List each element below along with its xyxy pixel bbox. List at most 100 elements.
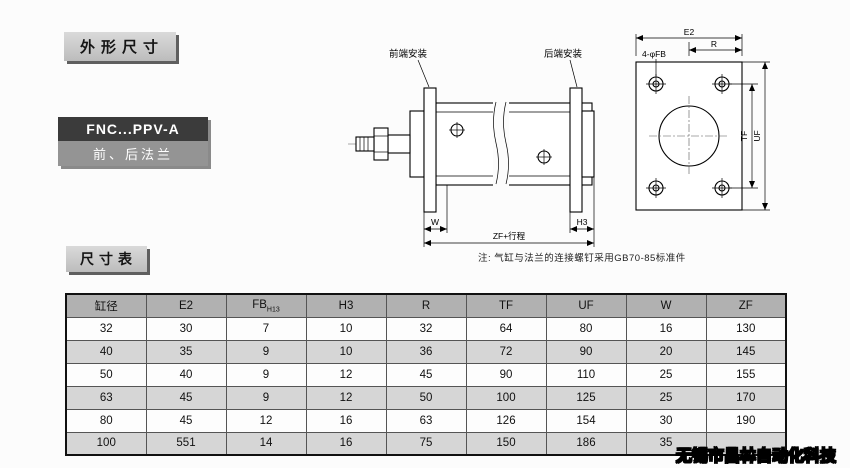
table-cell: 7 [225, 316, 307, 341]
piston-rod [387, 134, 411, 154]
table-cell: 64 [465, 316, 547, 341]
table-header-cell: W [625, 293, 707, 318]
dimension-table-label: 尺寸表 [66, 246, 147, 272]
table-header-row: 缸径 E2 FBH13 H3 R TF UF W ZF [65, 293, 787, 318]
table-cell: 155 [705, 362, 787, 387]
table-cell: 551 [145, 431, 227, 456]
rear-mount-label: 后端安装 [544, 48, 583, 60]
table-cell: 90 [545, 339, 627, 364]
table-cell: 12 [305, 385, 387, 410]
dim-label-fb: 4-φFB [642, 49, 666, 59]
table-cell: 150 [465, 431, 547, 456]
table-cell: 20 [625, 339, 707, 364]
dim-label-r: R [711, 39, 717, 49]
table-header-cell: FBH13 [225, 293, 307, 318]
table-cell: 125 [545, 385, 627, 410]
table-cell: 80 [545, 316, 627, 341]
front-mount-label: 前端安装 [389, 48, 428, 60]
table-cell: 16 [625, 316, 707, 341]
table-cell: 10 [305, 316, 387, 341]
table-cell: 12 [305, 362, 387, 387]
table-cell: 72 [465, 339, 547, 364]
outline-size-label: 外形尺寸 [64, 32, 177, 61]
table-cell: 9 [225, 385, 307, 410]
table-cell: 36 [385, 339, 467, 364]
table-header-cell: E2 [145, 293, 227, 318]
dimension-table-text: 尺寸表 [80, 251, 137, 267]
table-cell: 190 [705, 408, 787, 433]
end-view-drawing: E2 R 4-φFB TF UF [635, 27, 770, 211]
table-cell: 10 [305, 339, 387, 364]
front-cap [409, 110, 425, 178]
table-cell: 126 [465, 408, 547, 433]
table-cell: 40 [145, 362, 227, 387]
table-cell: 40 [65, 339, 147, 364]
watermark: 无锡市昌林自动化科技 [675, 448, 837, 466]
table-header-cell: 缸径 [65, 293, 147, 318]
break-line [493, 101, 499, 185]
table-cell: 9 [225, 339, 307, 364]
table-cell: 30 [145, 316, 227, 341]
table-cell: 170 [705, 385, 787, 410]
table-cell: 35 [145, 339, 227, 364]
table-cell: 35 [625, 431, 707, 456]
table-cell: 16 [305, 431, 387, 456]
table-cell: 63 [65, 385, 147, 410]
dim-label-w: W [431, 217, 439, 227]
bolt-hole [646, 178, 666, 198]
table-cell: 32 [385, 316, 467, 341]
front-flange [423, 87, 437, 213]
model-box: FNC...PPV-A 前、后法兰 [58, 117, 208, 166]
model-code: FNC...PPV-A [58, 117, 208, 141]
table-cell: 100 [465, 385, 547, 410]
table-header-cell: H3 [305, 293, 387, 318]
table-cell: 45 [385, 362, 467, 387]
dim-label-uf: UF [752, 130, 762, 141]
table-cell: 186 [545, 431, 627, 456]
table-cell: 63 [385, 408, 467, 433]
table-header: 缸径 E2 FBH13 H3 R TF UF W ZF [65, 293, 787, 318]
dim-label-zf: ZF+行程 [493, 231, 526, 241]
table-cell: 50 [65, 362, 147, 387]
table-cell: 9 [225, 362, 307, 387]
dim-label-h3: H3 [577, 217, 588, 227]
table-header-cell: UF [545, 293, 627, 318]
table-cell: 154 [545, 408, 627, 433]
break-line [503, 101, 509, 185]
table-cell: 80 [65, 408, 147, 433]
model-subtitle: 前、后法兰 [58, 141, 208, 166]
cylinder-body [435, 102, 593, 186]
table-cell: 130 [705, 316, 787, 341]
dim-label-e2: E2 [684, 27, 695, 37]
table-cell: 32 [65, 316, 147, 341]
table-cell: 25 [625, 385, 707, 410]
table-cell: 45 [145, 385, 227, 410]
rod-thread [355, 136, 375, 152]
table-cell: 50 [385, 385, 467, 410]
table-header-cell: ZF [705, 293, 787, 318]
table-cell: 110 [545, 362, 627, 387]
fb-tolerance-subscript: H13 [266, 305, 280, 313]
side-view-drawing: 前端安装 后端安装 [348, 48, 595, 247]
bolt-hole [712, 74, 732, 94]
bolt-hole [646, 74, 666, 94]
table-cell: 25 [625, 362, 707, 387]
rear-cap [581, 110, 595, 178]
table-cell: 75 [385, 431, 467, 456]
table-cell [705, 431, 787, 456]
outline-size-text: 外形尺寸 [80, 39, 165, 56]
table-cell: 12 [225, 408, 307, 433]
drawing-note: 注: 气缸与法兰的连接螺钉采用GB70-85标准件 [478, 253, 686, 264]
table-cell: 90 [465, 362, 547, 387]
table-cell: 30 [625, 408, 707, 433]
rear-flange [569, 87, 583, 213]
